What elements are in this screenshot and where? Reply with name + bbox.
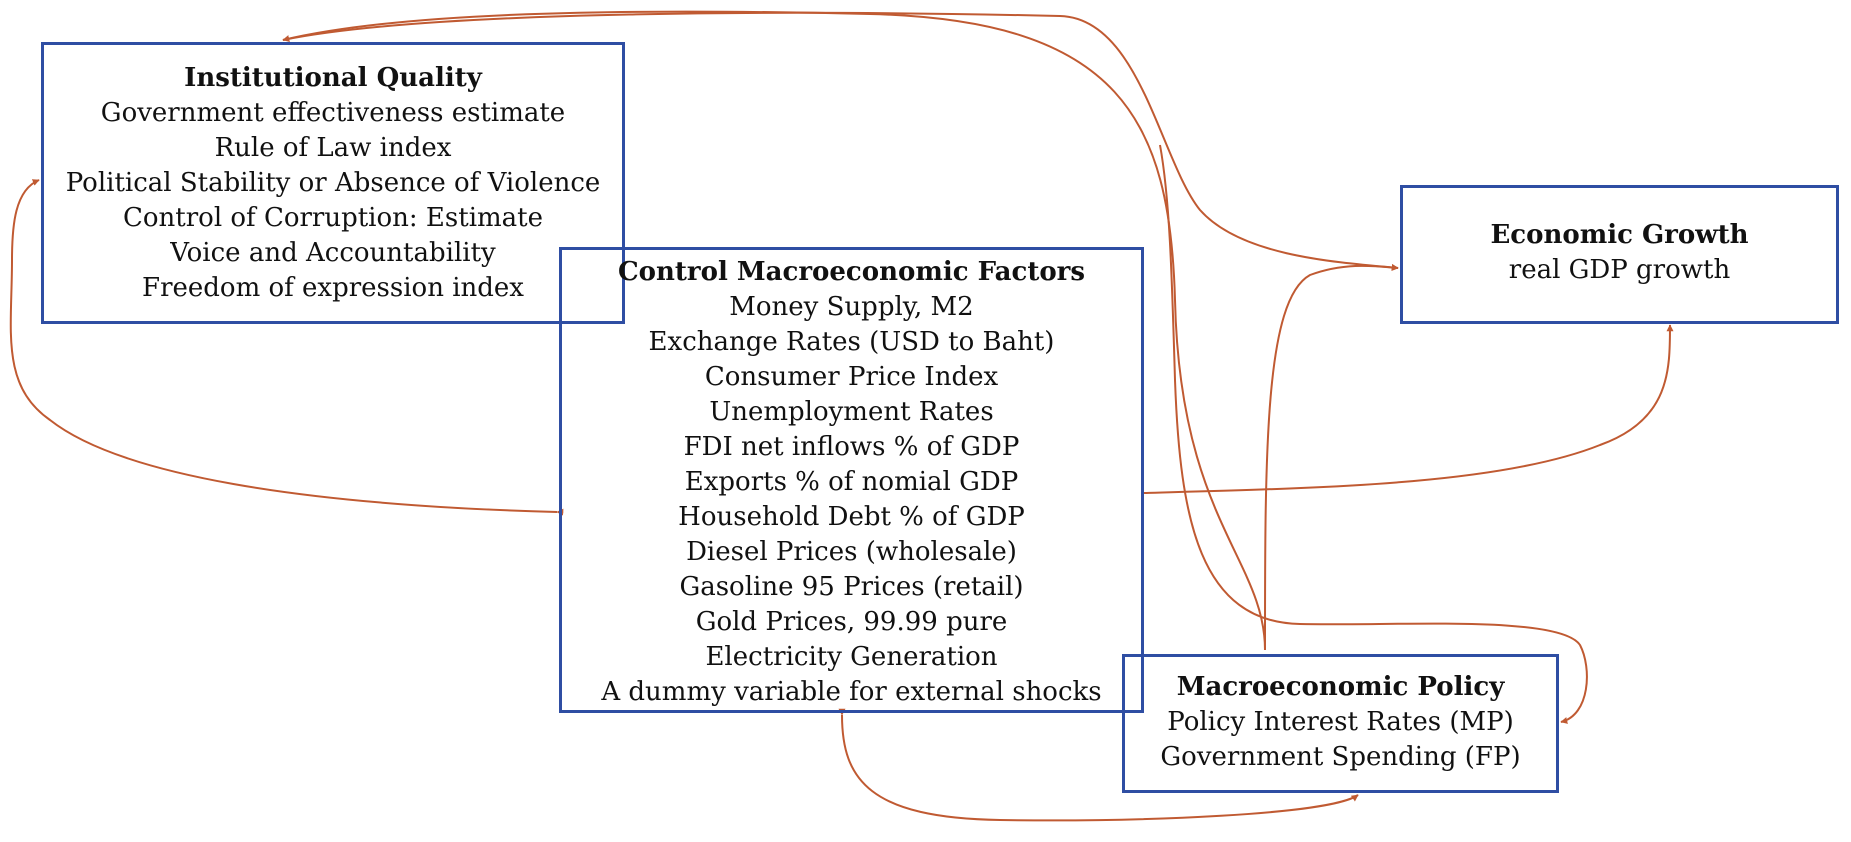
institutional-quality-box: Institutional Quality Government effecti… [41, 42, 625, 324]
control-factors-title: Control Macroeconomic Factors [617, 257, 1086, 287]
institutional-line: Rule of Law index [214, 133, 452, 163]
control-factor-line: Gasoline 95 Prices (retail) [679, 572, 1024, 602]
economic-growth-box: Economic Growth real GDP growth [1400, 185, 1839, 324]
control-factor-line: Gold Prices, 99.99 pure [695, 607, 1008, 637]
institutional-line: Government effectiveness estimate [100, 98, 566, 128]
control-factor-line: Consumer Price Index [704, 362, 999, 392]
macroeconomic-policy-title: Macroeconomic Policy [1176, 672, 1505, 702]
control-factor-line: FDI net inflows % of GDP [683, 432, 1020, 462]
control-factor-line: Money Supply, M2 [729, 292, 974, 322]
arrow-institutional-control-bidirectional [9, 179, 564, 516]
macroeconomic-policy-box: Macroeconomic Policy Policy Interest Rat… [1122, 654, 1559, 793]
institutional-line: Voice and Accountability [170, 238, 496, 268]
arrow-policy-to-institutional [282, 10, 1266, 651]
arrow-institutional-to-policy [1159, 144, 1588, 724]
economic-growth-line: real GDP growth [1508, 255, 1731, 285]
macroeconomic-policy-line: Policy Interest Rates (MP) [1167, 707, 1514, 737]
control-factors-box: Control Macroeconomic Factors Money Supp… [559, 247, 1144, 713]
macroeconomic-policy-line: Government Spending (FP) [1160, 742, 1521, 772]
institutional-line: Political Stability or Absence of Violen… [65, 168, 601, 198]
control-factor-line: Unemployment Rates [709, 397, 994, 427]
arrow-institutional-to-growth [282, 11, 1399, 271]
arrow-control-to-growth [1143, 324, 1674, 494]
control-factor-line: A dummy variable for external shocks [601, 677, 1102, 707]
institutional-quality-title: Institutional Quality [184, 63, 482, 93]
control-factor-line: Exports % of nomial GDP [684, 467, 1019, 497]
economic-growth-title: Economic Growth [1490, 220, 1749, 250]
control-factor-line: Diesel Prices (wholesale) [686, 537, 1017, 567]
control-factor-line: Household Debt % of GDP [678, 502, 1025, 532]
control-factor-line: Exchange Rates (USD to Baht) [648, 327, 1055, 357]
institutional-line: Control of Corruption: Estimate [123, 203, 543, 233]
institutional-line: Freedom of expression index [142, 273, 524, 303]
control-factor-line: Electricity Generation [705, 642, 998, 672]
arrow-control-policy-bidirectional [838, 708, 1359, 822]
arrow-policy-to-growth [1264, 263, 1399, 651]
